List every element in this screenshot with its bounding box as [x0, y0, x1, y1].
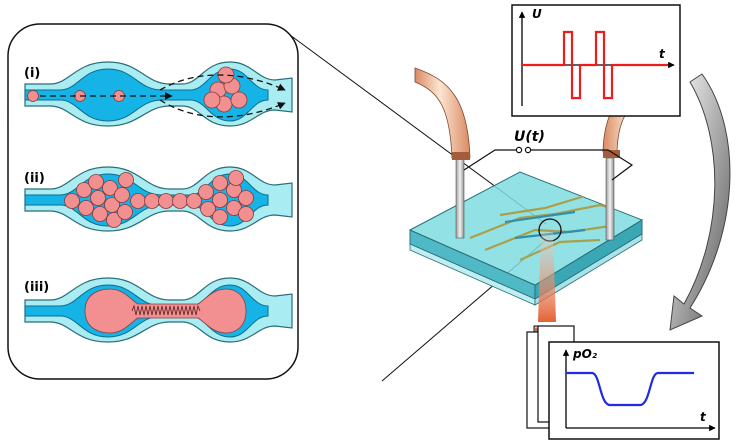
channel-panel-ii: (ii)	[24, 166, 293, 232]
light-beam	[538, 232, 556, 322]
process-arrow-icon	[669, 73, 731, 331]
oxygen-plot-ylabel: pO₂	[572, 347, 598, 361]
fused-droplet	[84, 288, 247, 334]
oxygen-plot-xlabel: t	[700, 410, 707, 424]
oxygen-signal-line	[566, 371, 694, 407]
flow-arrow-lower	[159, 99, 286, 118]
channel-panel-i: (i)	[24, 61, 293, 127]
panel-label-ii: (ii)	[24, 171, 45, 186]
channel-panel-iii: (iii)	[24, 277, 293, 343]
panel-label-iii: (iii)	[24, 280, 49, 295]
membrane-interface	[131, 304, 201, 316]
voltage-plot-ylabel: U	[532, 7, 542, 21]
flow-arrow-upper	[159, 74, 286, 91]
voltage-label: U(t)	[514, 129, 545, 145]
left-electrode	[414, 67, 471, 239]
panel-label-i: (i)	[24, 66, 40, 81]
voltage-plot: U t	[511, 4, 681, 117]
voltage-wiring	[463, 146, 634, 181]
voltage-pulse-line	[522, 30, 668, 100]
voltage-plot-xlabel: t	[659, 47, 666, 61]
oxygen-plot: pO₂ t	[548, 341, 720, 440]
microfluidic-chip	[408, 171, 644, 306]
